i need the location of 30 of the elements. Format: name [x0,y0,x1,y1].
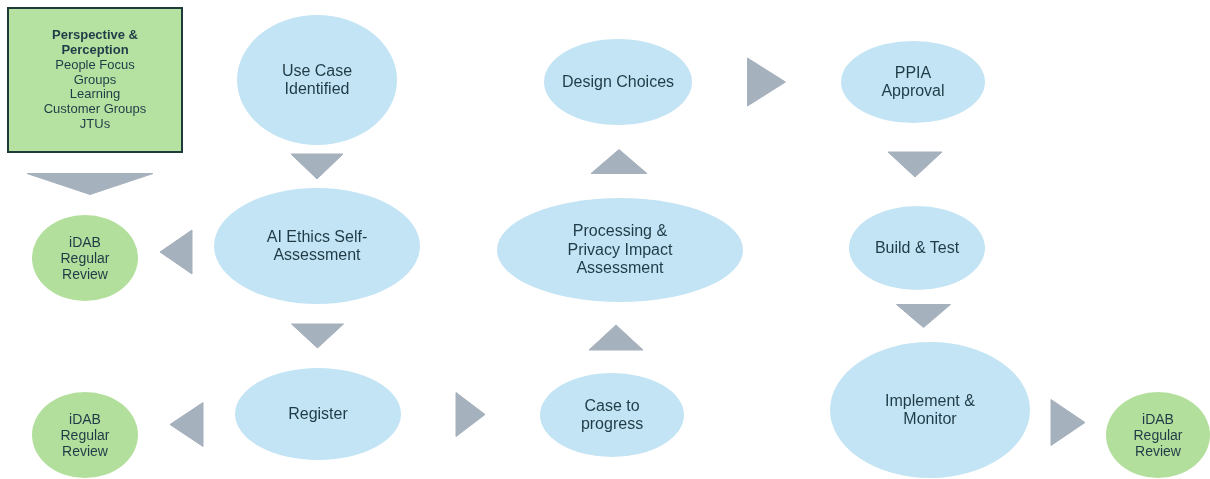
node-label: iDAB Regular Review [1132,410,1184,460]
chevron-arrow [588,324,644,351]
node-label: Use Case Identified [280,61,354,99]
node-label: Case to progress [579,396,645,434]
node-label: Design Choices [561,72,675,92]
chevron-arrow [159,229,193,275]
list-item: Learning [69,87,121,103]
list-item: People Focus Groups [54,57,136,88]
chevron-arrow [291,323,344,349]
chevron-arrow [896,304,951,328]
heading: Perspective & Perception [51,27,139,58]
chevron-arrow [26,173,154,195]
chevron-arrow [590,149,648,174]
chevron-arrow [290,153,344,180]
list-item: Customer Groups [43,102,147,118]
chevron-arrow [747,57,786,107]
node-label: Processing & Privacy Impact Assessment [566,222,674,278]
node-label: Implement & Monitor [884,391,976,429]
node-label: iDAB Regular Review [59,233,111,283]
list-item: JTUs [79,117,111,133]
node-label: AI Ethics Self-Assessment [265,227,369,265]
text-box [7,7,183,153]
node-label: iDAB Regular Review [59,410,111,460]
chevron-arrow [1050,399,1086,446]
chevron-arrow [455,392,486,437]
node-label: PPIA Approval [880,63,946,101]
chevron-arrow [887,151,943,178]
chevron-arrow [169,402,204,447]
node-label: Build & Test [874,238,960,258]
node-label: Register [288,404,348,424]
